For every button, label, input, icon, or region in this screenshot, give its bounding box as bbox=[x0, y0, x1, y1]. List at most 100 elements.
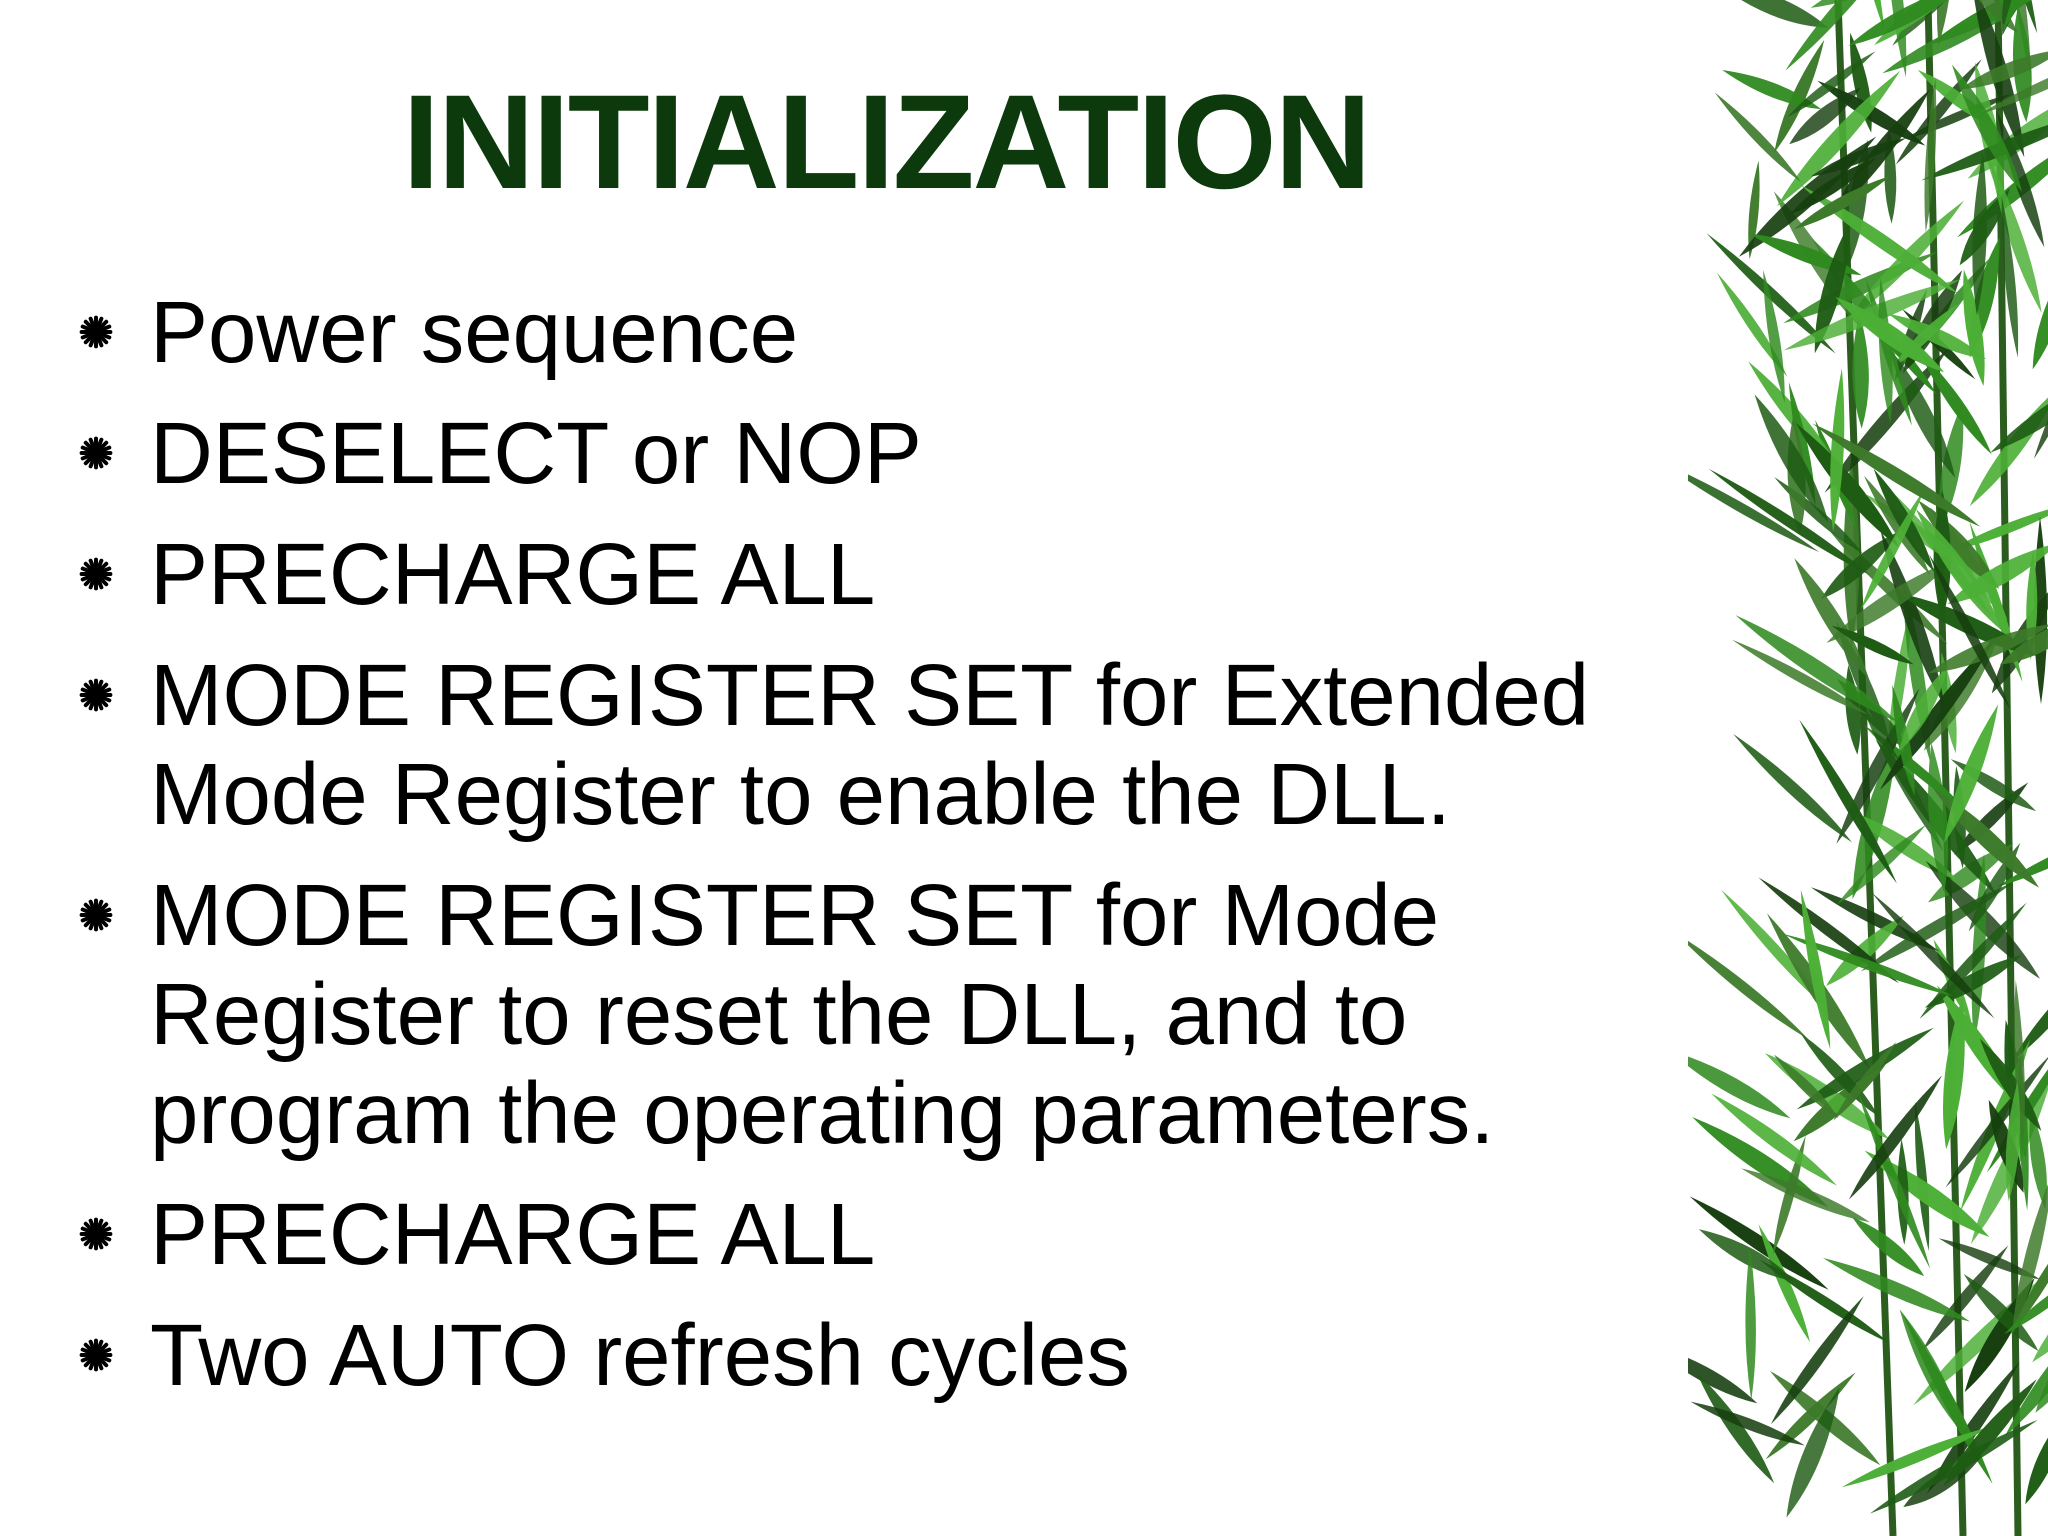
bamboo-leaf bbox=[1810, 887, 1940, 952]
bamboo-stem bbox=[1924, 0, 1967, 1536]
bamboo-leaf bbox=[1758, 1224, 1810, 1343]
bamboo-leaf bbox=[1936, 0, 1954, 46]
bamboo-leaf bbox=[1833, 1042, 1897, 1121]
bamboo-leaf bbox=[1708, 468, 1871, 576]
bamboo-leaf bbox=[1822, 1257, 1971, 1322]
bamboo-leaf bbox=[1715, 0, 1829, 28]
bamboo-leaf bbox=[2012, 958, 2048, 1062]
bamboo-stem bbox=[1994, 0, 2022, 1536]
bamboo-leaf bbox=[1799, 719, 1897, 884]
bamboo-leaf bbox=[1688, 1049, 1791, 1119]
bamboo-leaf-cluster bbox=[1688, 0, 2048, 1518]
bamboo-leaf bbox=[1924, 78, 1937, 233]
bamboo-leaf bbox=[1841, 1426, 1992, 1488]
bamboo-leaf bbox=[1999, 613, 2048, 665]
bamboo-leaf bbox=[1878, 278, 1893, 424]
bamboo-leaf bbox=[1928, 743, 1949, 893]
bamboo-leaf bbox=[1688, 459, 1820, 553]
bamboo-leaf bbox=[1830, 368, 1845, 532]
starburst-bullet-icon bbox=[79, 1338, 113, 1372]
bamboo-leaf bbox=[1773, 1135, 1806, 1255]
bamboo-leaf bbox=[1688, 1343, 1758, 1404]
starburst-bullet-icon bbox=[79, 898, 113, 932]
bamboo-leaf bbox=[2014, 979, 2025, 1147]
bamboo-leaf bbox=[1944, 704, 1999, 843]
bullet-text: MODE REGISTER SET for Mode Register to r… bbox=[150, 867, 1495, 1162]
bamboo-leaf bbox=[2025, 1410, 2048, 1505]
bamboo-leaf bbox=[1979, 1038, 2042, 1131]
bamboo-leaf bbox=[2001, 197, 2019, 358]
bamboo-leaf bbox=[1826, 558, 1956, 643]
bamboo-leaf bbox=[1871, 892, 1995, 1019]
bamboo-leaf bbox=[1810, 137, 1907, 177]
bamboo-leaf bbox=[1928, 553, 2011, 710]
bamboo-leaf bbox=[2012, 1171, 2048, 1335]
bullet-text: DESELECT or NOP bbox=[150, 405, 922, 502]
bamboo-leaf bbox=[1824, 347, 1949, 493]
bamboo-leaf bbox=[1716, 272, 1788, 377]
bamboo-leaf bbox=[1735, 615, 1898, 723]
bamboo-leaf bbox=[1773, 1054, 1839, 1118]
bamboo-leaf bbox=[2029, 1107, 2047, 1210]
bamboo-leaf bbox=[1959, 188, 2010, 266]
bullet-text: Two AUTO refresh cycles bbox=[150, 1307, 1130, 1404]
bamboo-leaf bbox=[1947, 542, 2048, 605]
bamboo-leaf bbox=[1954, 0, 2018, 33]
starburst-bullet-icon bbox=[79, 557, 113, 591]
bamboo-leaf bbox=[1927, 623, 2048, 674]
bamboo-leaf bbox=[1925, 860, 2040, 979]
bamboo-leaf bbox=[1770, 1296, 1864, 1425]
bamboo-leaf bbox=[1800, 185, 1959, 294]
bamboo-leaf bbox=[1938, 1238, 2041, 1280]
bamboo-leaf bbox=[1887, 0, 1907, 77]
starburst-bullet-icon bbox=[79, 436, 113, 470]
bamboo-leaf bbox=[1831, 625, 1914, 665]
list-item: PRECHARGE ALL bbox=[70, 525, 1710, 624]
starburst-bullet-icon bbox=[79, 1217, 113, 1251]
bamboo-leaf bbox=[1869, 1419, 2038, 1514]
slide-title: INITIALIZATION bbox=[402, 68, 1372, 217]
bamboo-leaf bbox=[1889, 347, 1956, 478]
bamboo-leaf bbox=[1759, 1259, 1890, 1344]
bamboo-leaf bbox=[1914, 1102, 1930, 1251]
bamboo-leaf bbox=[1899, 666, 1948, 751]
bamboo-leaf bbox=[1989, 160, 2042, 313]
bamboo-leaf bbox=[1837, 678, 1910, 751]
bullet-list: Power sequence DESELECT or NOP PRECHARGE… bbox=[70, 283, 1710, 1427]
bamboo-leaf bbox=[2009, 1220, 2048, 1336]
list-item: MODE REGISTER SET for Extended Mode Regi… bbox=[70, 646, 1710, 844]
list-item: Two AUTO refresh cycles bbox=[70, 1306, 1710, 1405]
bamboo-leaf bbox=[1733, 733, 1852, 843]
bamboo-leaf bbox=[1852, 1217, 1925, 1277]
bamboo-leaf bbox=[1860, 489, 1925, 610]
bamboo-leaf bbox=[1796, 1027, 1934, 1110]
starburst-bullet-icon bbox=[79, 678, 113, 712]
bamboo-leaf bbox=[1852, 737, 1897, 900]
bamboo-leaves-icon bbox=[1688, 0, 2048, 1536]
bamboo-leaf bbox=[1951, 64, 2023, 192]
bamboo-leaf bbox=[1971, 0, 2025, 158]
bamboo-leaf bbox=[1696, 1372, 1775, 1484]
bamboo-leaf bbox=[1821, 531, 1900, 600]
bamboo-leaf bbox=[1836, 824, 1927, 905]
bamboo-leaf bbox=[1688, 932, 1809, 1040]
bamboo-leaf bbox=[2033, 516, 2048, 705]
bamboo-leaf bbox=[1868, 313, 1937, 395]
bamboo-leaf bbox=[1922, 1245, 2009, 1350]
bamboo-leaf bbox=[1777, 70, 1901, 207]
bamboo-leaf bbox=[1945, 502, 2048, 553]
bamboo-leaf bbox=[1963, 1274, 2039, 1351]
bamboo-leaf bbox=[2004, 1287, 2048, 1437]
bamboo-leaf bbox=[1996, 819, 2048, 888]
bamboo-leaf bbox=[1800, 889, 1831, 1049]
bamboo-leaf bbox=[1774, 39, 1825, 153]
bamboo-leaf bbox=[1812, 423, 1981, 527]
bamboo-leaf bbox=[1814, 221, 1851, 354]
bamboo-leaf bbox=[1857, 1092, 1931, 1269]
bamboo-leaf bbox=[1754, 394, 1829, 523]
bamboo-leaf bbox=[1860, 882, 2014, 972]
bamboo-leaf bbox=[1826, 915, 1904, 986]
bamboo-leaf bbox=[1711, 1093, 1837, 1186]
bamboo-leaf bbox=[1783, 278, 1962, 351]
